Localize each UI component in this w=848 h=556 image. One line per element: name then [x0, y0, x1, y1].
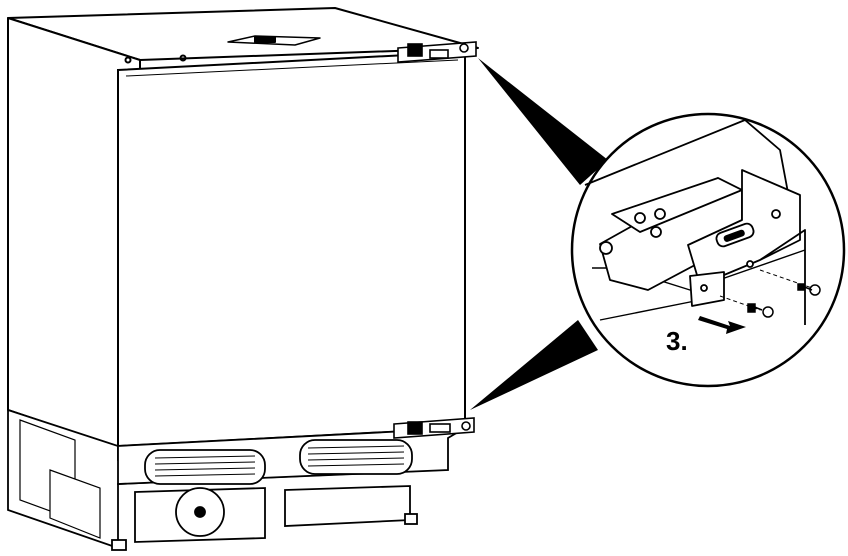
- fridge-base: [7, 408, 466, 551]
- step-label: 3.: [666, 326, 688, 356]
- detail-magnifier: 3.: [570, 112, 846, 388]
- removal-arrow: [698, 316, 746, 334]
- zoom-wedge-top: [478, 58, 608, 185]
- top-hinge: [397, 41, 477, 63]
- zoom-wedge-bottom: [470, 320, 598, 410]
- screw-2: [747, 303, 774, 318]
- dashed-guide-lines: [719, 269, 813, 311]
- fridge-cabinet: [7, 7, 479, 456]
- fridge-door: [117, 50, 466, 448]
- bottom-hinge: [393, 417, 475, 439]
- screw-1: [797, 283, 821, 296]
